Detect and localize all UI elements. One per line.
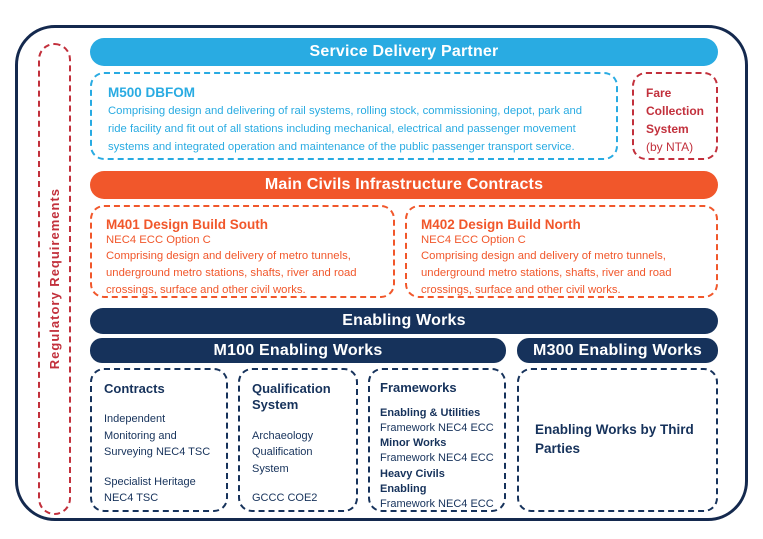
- frameworks-card: Frameworks Enabling & Utilities Framewor…: [368, 368, 506, 512]
- m100-enabling-works-header: M100 Enabling Works: [90, 338, 506, 363]
- framework-item-name: Minor Works: [380, 437, 447, 450]
- main-civils-label: Main Civils Infrastructure Contracts: [264, 176, 544, 193]
- framework-item-name: Heavy Civils Enabling: [380, 467, 445, 495]
- m402-subtitle: NEC4 ECC Option C: [421, 234, 526, 246]
- qualification-item: GCCC COE2: [252, 492, 318, 504]
- framework-item-name: Enabling & Utilities: [380, 407, 481, 420]
- service-delivery-partner-header: Service Delivery Partner: [90, 38, 718, 66]
- qualification-system-card: Qualification System Archaeology Qualifi…: [238, 368, 358, 512]
- m401-description: Comprising design and delivery of metro …: [106, 250, 357, 296]
- service-delivery-partner-label: Service Delivery Partner: [309, 43, 499, 60]
- third-parties-label: Enabling Works by Third Parties: [535, 422, 694, 456]
- contracts-item: Specialist Heritage NEC4 TSC: [104, 475, 196, 505]
- fare-collection-card: Fare Collection System (by NTA): [632, 72, 718, 160]
- m500-dbfom-card: M500 DBFOM Comprising design and deliver…: [90, 72, 618, 160]
- m401-subtitle: NEC4 ECC Option C: [106, 234, 211, 246]
- m500-description: Comprising design and delivering of rail…: [108, 105, 583, 153]
- enabling-works-header: Enabling Works: [90, 308, 718, 334]
- framework-item-detail: Framework NEC4 ECC: [380, 497, 494, 510]
- m402-design-build-north-card: M402 Design Build North NEC4 ECC Option …: [405, 205, 718, 298]
- enabling-works-label: Enabling Works: [342, 312, 466, 329]
- third-parties-card: Enabling Works by Third Parties: [517, 368, 718, 512]
- fare-collection-subtitle: (by NTA): [646, 140, 694, 154]
- main-civils-header: Main Civils Infrastructure Contracts: [90, 171, 718, 199]
- framework-item-detail: Framework NEC4 ECC: [380, 422, 494, 435]
- framework-item-detail: Framework NEC4 ECC: [380, 452, 494, 465]
- m500-title: M500 DBFOM: [108, 85, 196, 100]
- regulatory-requirements-strip: Regulatory Requirements: [38, 43, 71, 515]
- m100-enabling-works-label: M100 Enabling Works: [213, 341, 383, 359]
- m402-title: M402 Design Build North: [421, 217, 581, 232]
- contracts-heading: Contracts: [104, 381, 165, 396]
- contracts-card: Contracts Independent Monitoring and Sur…: [90, 368, 228, 512]
- regulatory-requirements-label: Regulatory Requirements: [47, 188, 62, 370]
- fare-collection-title: Fare Collection System: [646, 86, 705, 136]
- m402-description: Comprising design and delivery of metro …: [421, 250, 672, 296]
- qualification-heading: Qualification System: [252, 381, 331, 413]
- qualification-item: Archaeology Qualification System: [252, 429, 314, 475]
- m300-enabling-works-label: M300 Enabling Works: [533, 341, 702, 359]
- m401-title: M401 Design Build South: [106, 217, 269, 232]
- frameworks-list: Enabling & Utilities Framework NEC4 ECC …: [380, 406, 494, 511]
- contracts-item: Independent Monitoring and Surveying NEC…: [104, 413, 211, 459]
- frameworks-heading: Frameworks: [380, 380, 457, 395]
- m401-design-build-south-card: M401 Design Build South NEC4 ECC Option …: [90, 205, 395, 298]
- m300-enabling-works-header: M300 Enabling Works: [517, 338, 718, 363]
